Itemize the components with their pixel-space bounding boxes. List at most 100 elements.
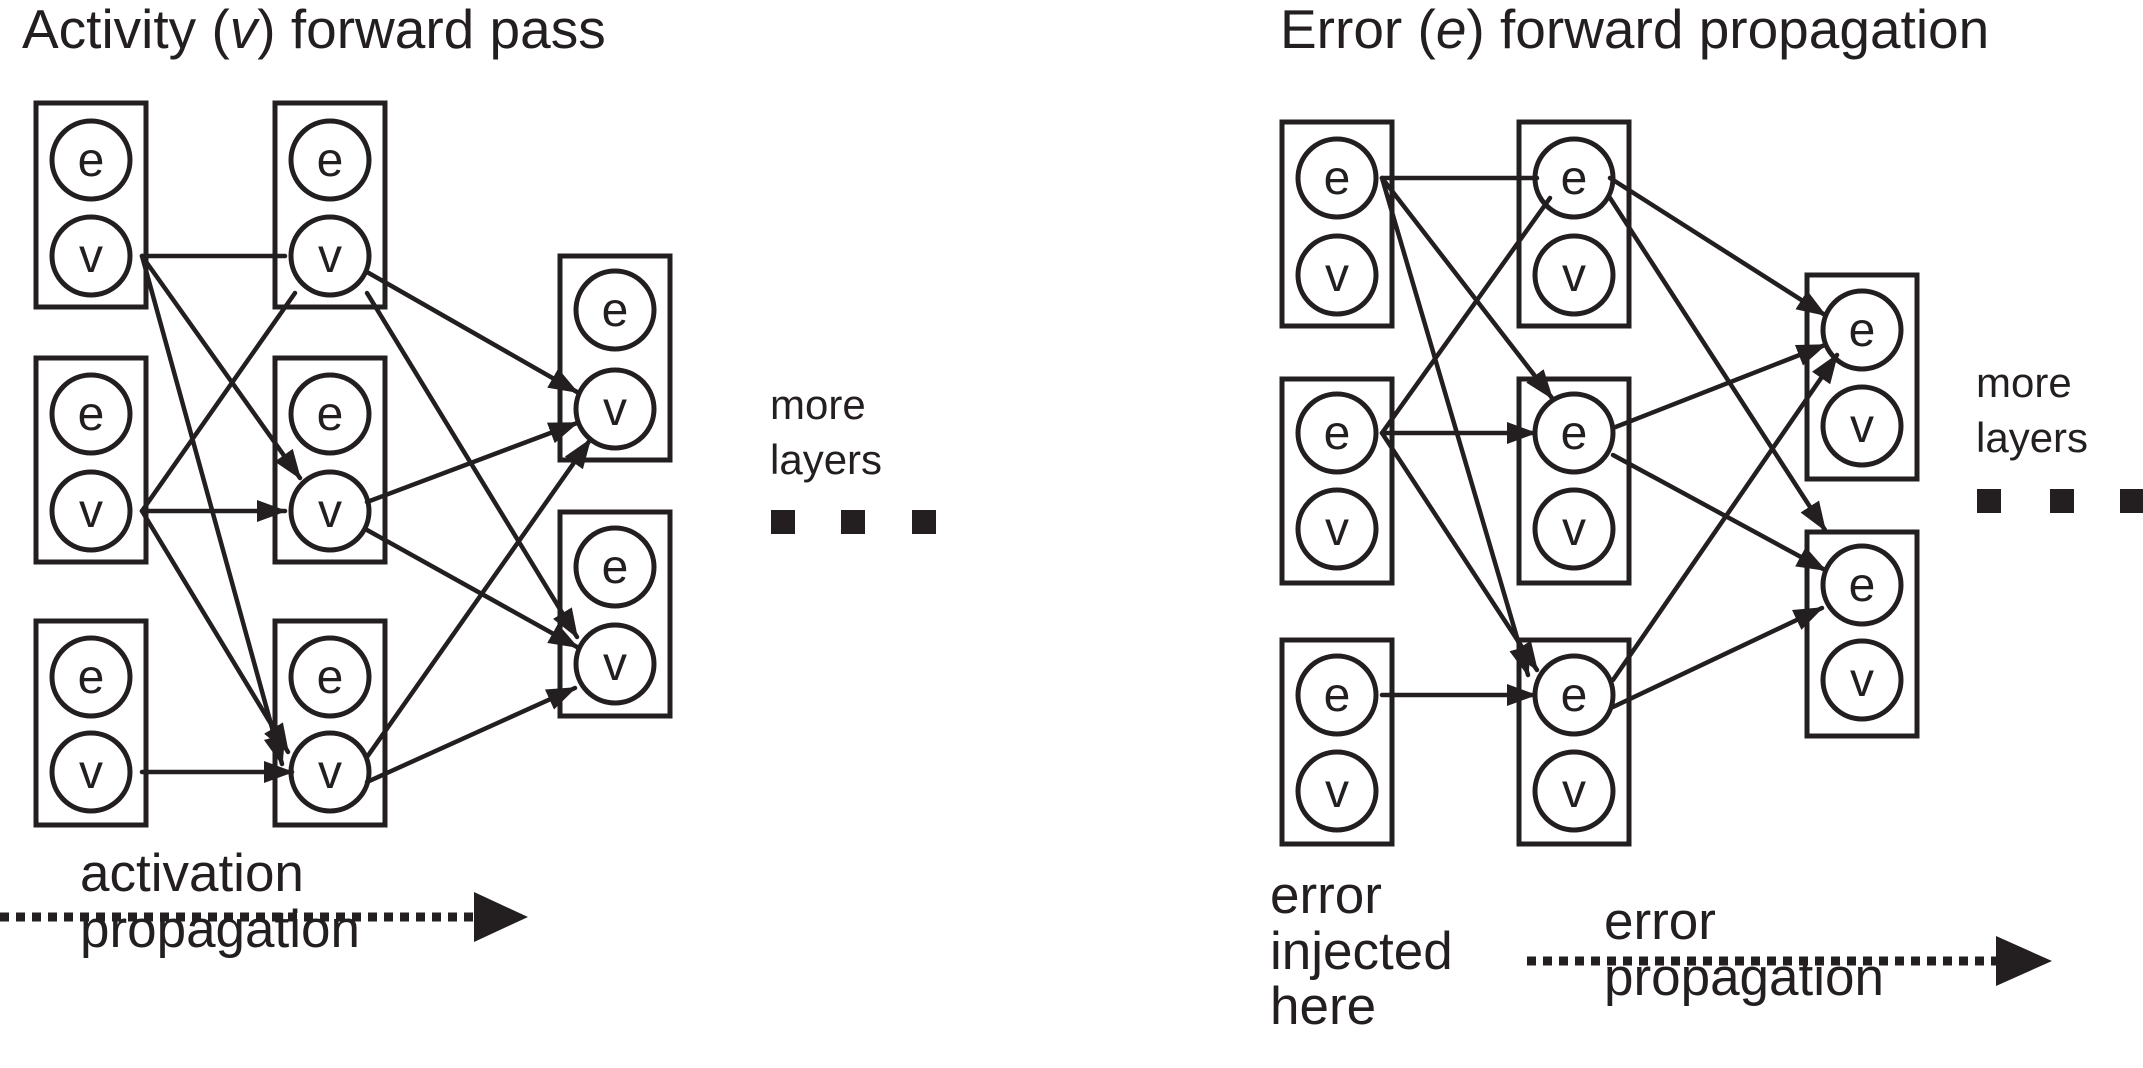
value-node <box>1820 638 1904 722</box>
error-node-label: e <box>317 651 344 704</box>
left-connection-arrow <box>139 253 303 481</box>
value-node-label: v <box>1562 765 1586 818</box>
more-layers-dot <box>2050 489 2074 513</box>
left-connection-arrow <box>364 527 580 650</box>
error-node <box>1295 391 1379 475</box>
right-connection-arrow <box>1607 175 1828 318</box>
right-connection-arrow <box>1379 175 1555 401</box>
error-node-label: e <box>317 134 344 187</box>
left-unit: ev <box>557 253 673 463</box>
value-node <box>1295 487 1379 571</box>
error-node-label: e <box>78 388 105 441</box>
left-panel-title: Activity (v) forward pass <box>22 0 606 60</box>
left-unit: ev <box>33 355 149 565</box>
more-layers-dot <box>771 510 795 534</box>
right-unit: ev <box>1279 119 1395 329</box>
error-node <box>1295 653 1379 737</box>
value-node-label: v <box>79 485 103 538</box>
value-node <box>1532 749 1616 833</box>
unit-box <box>1279 376 1395 586</box>
right-unit: ev <box>1804 272 1920 482</box>
value-node <box>49 214 133 298</box>
error-node-label: e <box>1561 407 1588 460</box>
value-node <box>1820 384 1904 468</box>
error-node <box>1820 288 1904 372</box>
error-node <box>573 525 657 609</box>
error-node <box>49 635 133 719</box>
value-node-label: v <box>318 485 342 538</box>
unit-box <box>1804 272 1920 482</box>
more-layers-dot <box>1977 489 2001 513</box>
more-layers-dot <box>841 510 865 534</box>
value-node <box>1295 233 1379 317</box>
unit-box <box>33 355 149 565</box>
unit-box <box>1516 376 1632 586</box>
connections-layer <box>139 175 1840 785</box>
error-node-label: e <box>1561 669 1588 722</box>
value-node <box>573 367 657 451</box>
right-panel-title: Error (e) forward propagation <box>1280 0 1990 60</box>
left-connection-arrow <box>364 420 580 505</box>
unit-box <box>33 100 149 310</box>
unit-box <box>272 100 388 310</box>
error-node-label: e <box>78 651 105 704</box>
value-node-label: v <box>79 230 103 283</box>
unit-box <box>1804 529 1920 739</box>
value-node-label: v <box>79 746 103 799</box>
right-connection-arrow <box>1610 342 1828 431</box>
right-connection-arrow <box>1379 430 1540 673</box>
value-node <box>288 469 372 553</box>
error-node-label: e <box>1849 559 1876 612</box>
right-connection-arrow <box>1610 352 1840 683</box>
value-node-label: v <box>603 638 627 691</box>
right-unit: ev <box>1279 637 1395 847</box>
error-node <box>1295 136 1379 220</box>
value-node <box>1295 749 1379 833</box>
value-node-label: v <box>1850 654 1874 707</box>
activation-flow-arrow-head <box>474 892 528 942</box>
unit-box <box>1279 637 1395 847</box>
left-connection-arrow <box>139 508 291 755</box>
right-unit: ev <box>1279 376 1395 586</box>
value-node-label: v <box>1325 765 1349 818</box>
error-node <box>49 372 133 456</box>
left-unit: ev <box>557 509 673 719</box>
value-node <box>573 622 657 706</box>
left-unit: ev <box>33 618 149 828</box>
error-node <box>1820 543 1904 627</box>
value-node <box>1532 233 1616 317</box>
unit-box <box>1516 637 1632 847</box>
error-flow-arrow-head <box>1996 936 2052 986</box>
value-node <box>1532 487 1616 571</box>
error-node <box>288 635 372 719</box>
left-connection-arrow <box>364 290 580 640</box>
value-node-label: v <box>318 230 342 283</box>
error-node-label: e <box>602 284 629 337</box>
error-node-label: e <box>317 388 344 441</box>
error-node <box>288 118 372 202</box>
value-node-label: v <box>1562 249 1586 302</box>
left-unit: ev <box>272 100 388 310</box>
value-node-label: v <box>318 746 342 799</box>
value-node-label: v <box>603 383 627 436</box>
error-node <box>288 372 372 456</box>
error-node <box>573 268 657 352</box>
value-node <box>49 730 133 814</box>
left-unit: ev <box>33 100 149 310</box>
right-unit: ev <box>1516 637 1632 847</box>
value-node-label: v <box>1325 249 1349 302</box>
unit-box <box>33 618 149 828</box>
error-node-label: e <box>1849 304 1876 357</box>
error-node-label: e <box>602 541 629 594</box>
right-connection-arrow <box>1610 605 1825 710</box>
error-node-label: e <box>1324 669 1351 722</box>
value-node-label: v <box>1325 503 1349 556</box>
error-node-label: e <box>78 134 105 187</box>
value-node-label: v <box>1850 400 1874 453</box>
